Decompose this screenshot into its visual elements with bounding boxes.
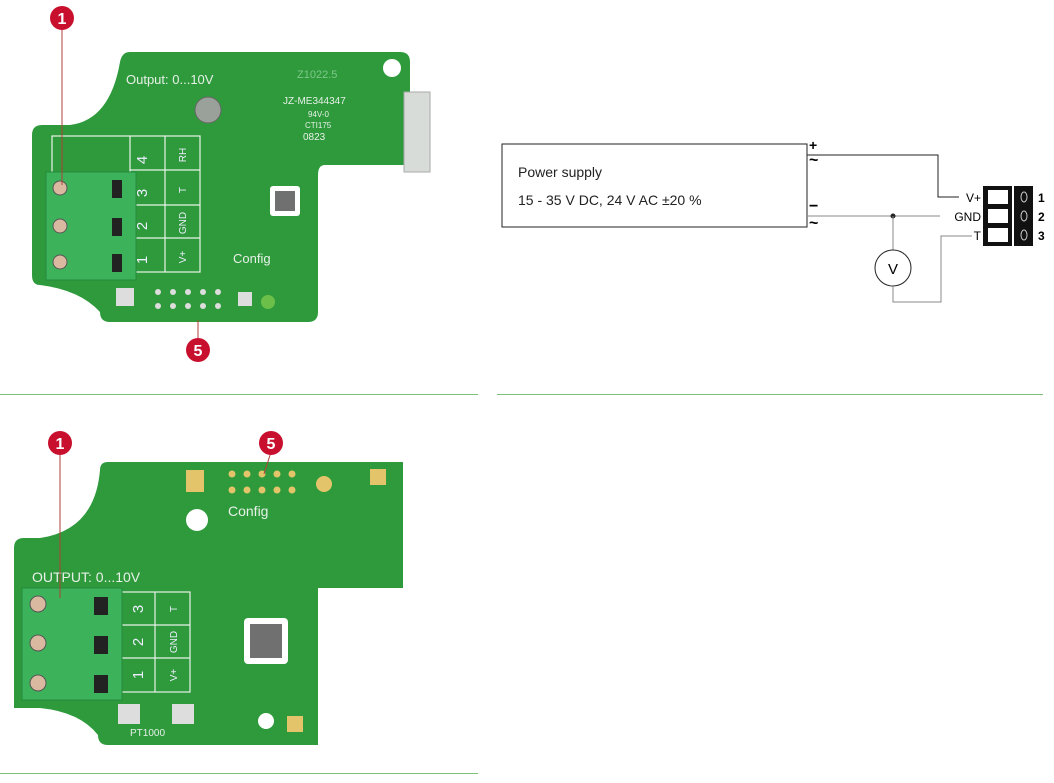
- ac-sign: ~: [809, 152, 818, 169]
- pcb-pt-text: PT1000: [130, 728, 165, 739]
- mounting-hole: [383, 59, 401, 77]
- callout-1: 1: [50, 6, 74, 30]
- pcb-terminal-label: T: [169, 606, 180, 612]
- terminal-label-t: T: [974, 229, 982, 243]
- terminal-number: 2: [1038, 210, 1045, 224]
- power-supply-box: [501, 143, 808, 228]
- svg-text:1: 1: [58, 11, 67, 28]
- pcb-terminal-number: 2: [134, 222, 151, 230]
- pcb-part-code: Z1022.5: [297, 69, 337, 81]
- svg-text:5: 5: [194, 343, 203, 360]
- pcb-terminal-number: 1: [134, 256, 151, 264]
- pcb-terminal-label: V+: [178, 251, 189, 264]
- power-supply-spec: 15 - 35 V DC, 24 V AC ±20 %: [518, 192, 702, 208]
- ribbon-connector: [403, 91, 431, 173]
- power-supply-title: Power supply: [518, 164, 602, 180]
- ac-sign: ~: [809, 215, 818, 232]
- terminal-block: [983, 186, 1033, 246]
- divider: [0, 773, 478, 774]
- callout-5: 5: [186, 338, 210, 362]
- pcb-rating: 94V-0: [308, 110, 329, 119]
- pcb-terminal-number: 3: [130, 605, 147, 613]
- pcb-terminal-number: 4: [134, 156, 151, 164]
- callout-1: 1: [48, 431, 72, 455]
- pcb-date: 0823: [303, 132, 326, 143]
- callout-5: 5: [259, 431, 283, 455]
- pcb-terminal-number: 3: [134, 189, 151, 197]
- terminal-label-gnd: GND: [954, 210, 981, 224]
- led: [261, 295, 275, 309]
- pcb-output-text: OUTPUT: 0...10V: [32, 569, 141, 585]
- plus-sign: +: [809, 137, 817, 153]
- bottom-pcb-photo: Config OUTPUT: 0...10V PT1000 3 2 1 T GN…: [14, 431, 403, 745]
- svg-text:1: 1: [56, 436, 65, 453]
- terminal-label-vplus: V+: [966, 191, 981, 205]
- pcb-terminal-number: 1: [130, 671, 147, 679]
- wiring-diagram: Power supply 15 - 35 V DC, 24 V AC ±20 %…: [501, 137, 1045, 303]
- terminal-number: 3: [1038, 229, 1045, 243]
- screw: [194, 96, 222, 124]
- pcb-config-text: Config: [228, 503, 268, 519]
- pcb-cti: CTI175: [305, 121, 332, 130]
- terminal-number: 1: [1038, 191, 1045, 205]
- pcb-terminal-label: GND: [169, 631, 180, 653]
- pcb-terminal-label: T: [178, 187, 189, 193]
- pcb-config-text: Config: [233, 251, 271, 266]
- pcb-terminal-label: GND: [178, 212, 189, 234]
- pcb-terminal-label: V+: [169, 669, 180, 682]
- pcb-manufacturer: JZ-ME344347: [283, 96, 346, 107]
- pcb-terminal-label: RH: [178, 148, 189, 162]
- minus-sign: −: [809, 198, 818, 215]
- top-pcb-photo: 4 3 2 1 RH T GND V+ Output: 0...10V Z102…: [32, 6, 431, 362]
- svg-text:5: 5: [267, 436, 276, 453]
- divider: [0, 394, 478, 395]
- voltmeter-label: V: [888, 261, 898, 278]
- pcb-terminal-number: 2: [130, 638, 147, 646]
- pcb-output-text: Output: 0...10V: [126, 72, 214, 87]
- divider: [497, 394, 1043, 395]
